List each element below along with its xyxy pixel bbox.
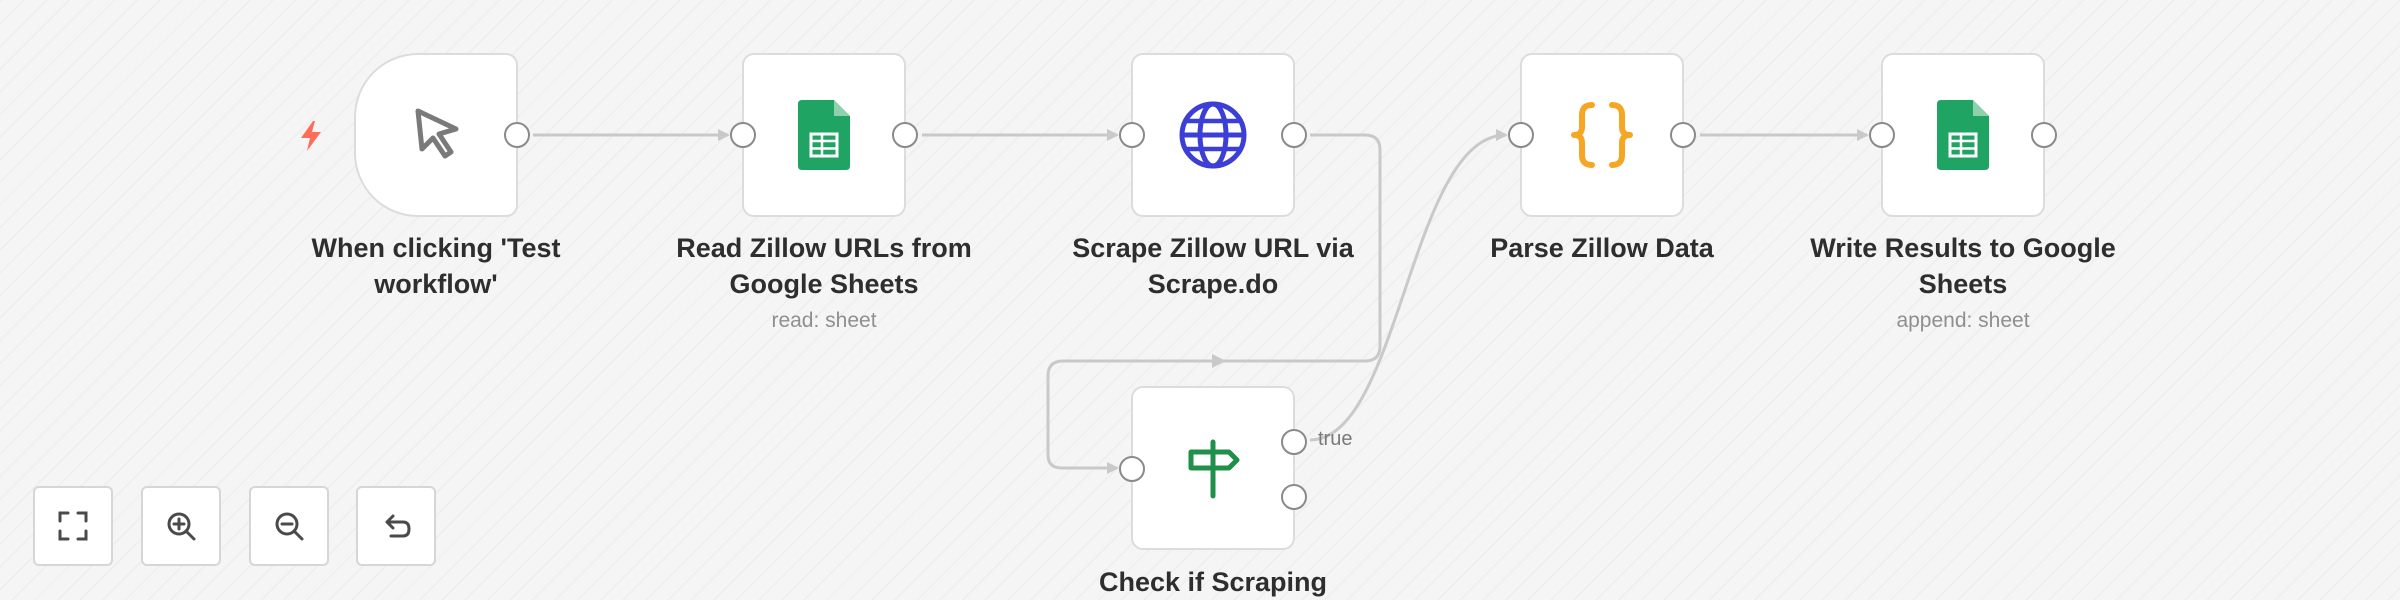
input-port[interactable] [1869,122,1895,148]
cursor-pointer-icon [415,108,459,159]
edge-arrow-midpoint [1212,354,1226,368]
output-port-false[interactable] [1281,484,1307,510]
input-port[interactable] [1119,122,1145,148]
node-parse-code[interactable] [1508,53,1696,217]
connection-check-true-to-parse[interactable] [1309,129,1508,442]
node-label-scrape: Scrape Zillow URL via Scrape.do [1072,233,1354,299]
input-port[interactable] [730,122,756,148]
google-sheets-icon [798,100,850,170]
reset-zoom-button[interactable] [356,486,436,566]
zoom-in-icon [167,512,196,541]
node-check-if[interactable] [1119,386,1307,550]
node-subtitle-read-sheets: read: sheet [771,309,877,332]
node-scrape-http[interactable] [1119,53,1307,217]
port-label-true: true [1318,428,1353,450]
node-manual-trigger[interactable] [354,53,530,217]
output-port[interactable] [1670,122,1696,148]
node-label-read-sheets: Read Zillow URLs from Google Sheets [676,233,972,299]
output-port[interactable] [2031,122,2057,148]
fit-view-button[interactable] [33,486,113,566]
signpost-icon [1188,439,1240,499]
node-write-sheets[interactable] [1869,53,2057,217]
code-braces-icon [1571,102,1633,168]
google-sheets-icon [1937,100,1989,170]
zoom-in-button[interactable] [141,486,221,566]
node-label-parse: Parse Zillow Data [1490,233,1714,263]
trigger-bolt-icon [301,121,321,151]
node-read-sheets[interactable] [730,53,918,217]
output-port[interactable] [892,122,918,148]
output-port-true[interactable] [1281,429,1307,455]
globe-icon [1179,101,1247,169]
zoom-out-button[interactable] [249,486,329,566]
output-port[interactable] [504,122,530,148]
node-label-write-sheets: Write Results to Google Sheets [1810,233,2116,299]
fit-view-icon [58,511,88,541]
output-port[interactable] [1281,122,1307,148]
zoom-out-icon [275,512,304,541]
node-subtitle-write-sheets: append: sheet [1896,309,2030,332]
node-label-check: Check if Scraping [1098,567,1328,597]
input-port[interactable] [1508,122,1534,148]
node-label-manual-trigger: When clicking 'Test workflow' [311,233,561,299]
input-port[interactable] [1119,456,1145,482]
undo-icon [385,514,411,538]
